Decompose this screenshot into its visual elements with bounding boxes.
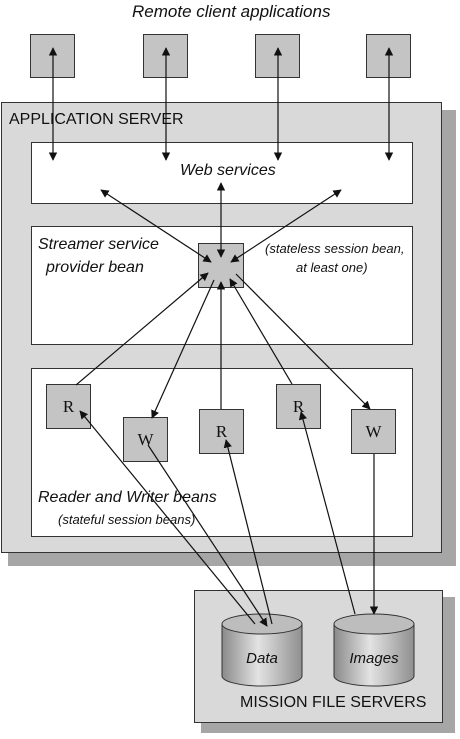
file-servers-title: MISSION FILE SERVERS [240, 694, 427, 711]
data-disk-cylinder: Data [221, 613, 303, 687]
web-streamer-arrow [230, 189, 342, 263]
streamer-bean-arrow [151, 279, 215, 419]
reader-bean: R [46, 384, 91, 429]
streamer-label-line2: provider bean [46, 259, 144, 276]
writer-bean: W [351, 409, 396, 454]
bean-disk-arrow [147, 444, 268, 627]
images-disk-cylinder: Images [333, 613, 415, 687]
bean-disk-arrow [79, 410, 256, 625]
beans-subcaption: (stateful session beans) [58, 512, 196, 527]
data-disk-label: Data [246, 650, 278, 667]
beans-caption: Reader and Writer beans [38, 489, 217, 506]
streamer-bean-arrow [229, 278, 293, 385]
bean-disk-arrow [223, 439, 273, 625]
streamer-bean-arrow [75, 272, 209, 386]
streamer-bean-arrow [235, 273, 371, 410]
remote-clients-label: Remote client applications [132, 2, 331, 21]
images-disk-label: Images [349, 650, 399, 667]
reader-bean: R [199, 409, 244, 454]
reader-bean: R [276, 384, 321, 429]
bean-disk-arrow [298, 411, 356, 615]
stateless-note-line2: at least one) [296, 260, 368, 275]
web-streamer-arrow [100, 189, 212, 263]
writer-bean: W [123, 417, 168, 462]
web-services-label: Web services [180, 162, 276, 179]
